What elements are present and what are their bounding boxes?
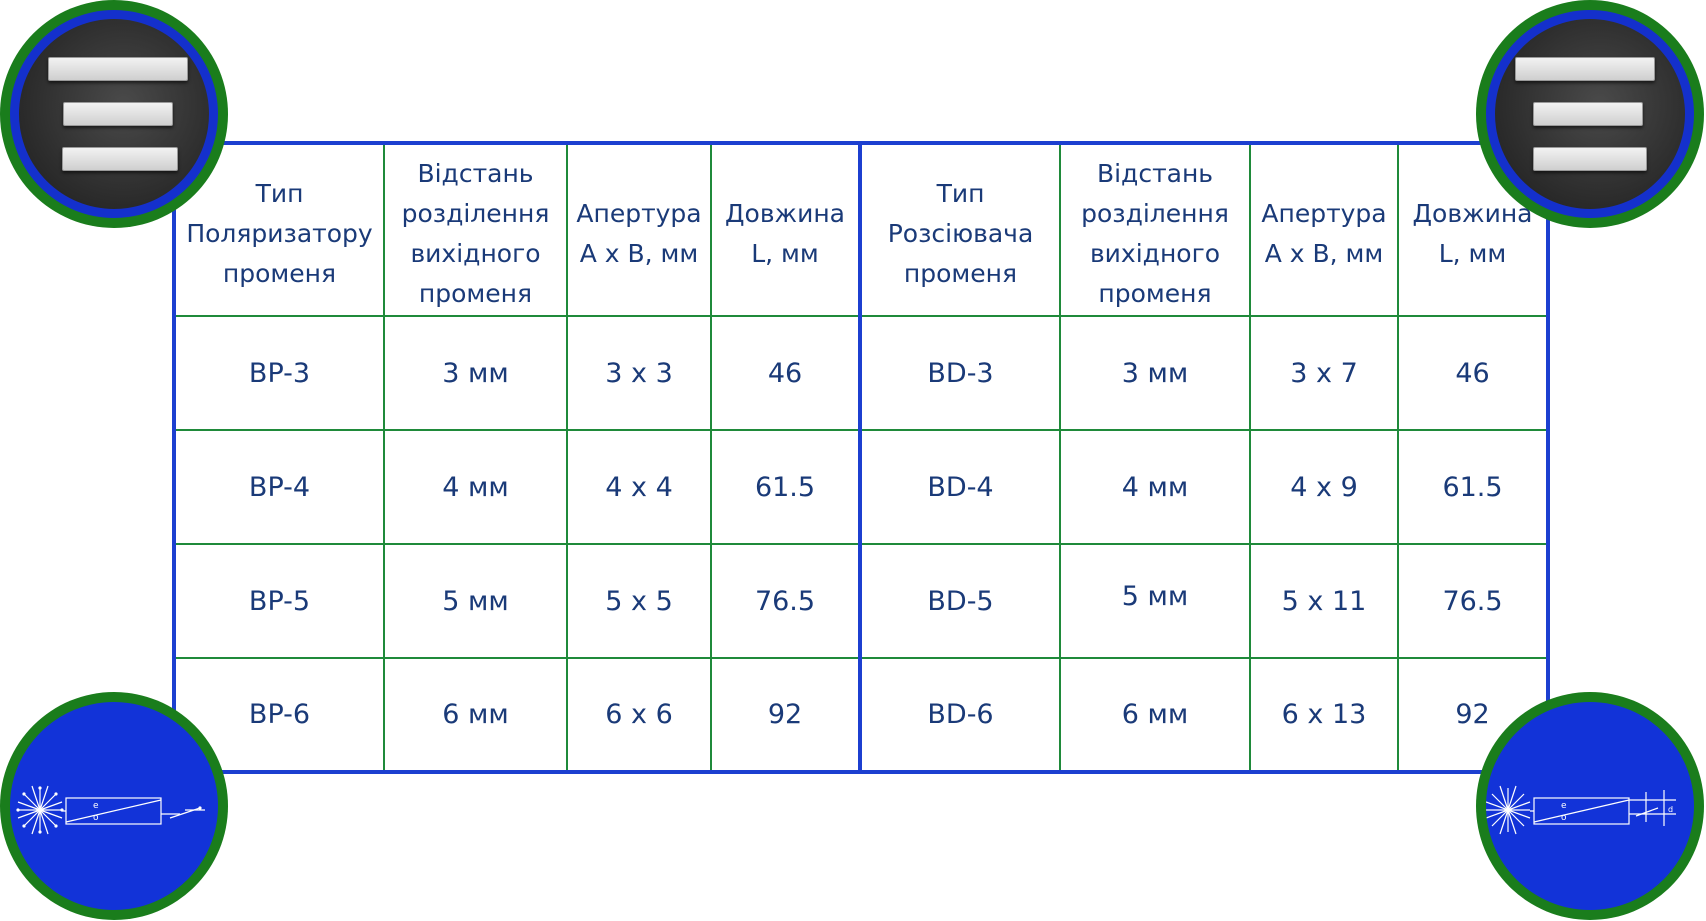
displacer-type-cell: BD-4: [858, 429, 1061, 545]
polarizer-aperture-cell: 4 x 4: [566, 429, 712, 545]
polarizer-length-cell: 76.5: [710, 543, 861, 659]
polarizer-separation-cell: 4 мм: [383, 429, 568, 545]
displacer-diagram: e o d: [1486, 702, 1694, 910]
table-row: BP-3 3 мм 3 x 3 46 BD-3 3 мм 3 x 7 46: [172, 315, 1550, 431]
displacer-type-cell: BD-6: [858, 657, 1061, 774]
displacer-aperture-cell: 6 x 13: [1249, 657, 1399, 774]
crystal-photo-badge-left: [0, 0, 228, 228]
crystal-photo-badge-right: [1476, 0, 1704, 228]
header-polarizer-type: Тип Поляризатору променя: [172, 141, 385, 317]
table-row: BP-6 6 мм 6 x 6 92 BD-6 6 мм 6 x 13 92: [172, 657, 1550, 774]
displacer-length-cell: 61.5: [1397, 429, 1550, 545]
polarizer-aperture-cell: 6 x 6: [566, 657, 712, 774]
displacer-type-cell: BD-3: [858, 315, 1061, 431]
displacer-separation-cell: 6 мм: [1059, 657, 1251, 774]
polarizer-separation-cell: 3 мм: [383, 315, 568, 431]
specifications-table: Тип Поляризатору променя Відстань розділ…: [172, 141, 1550, 774]
displacer-length-cell: 76.5: [1397, 543, 1550, 659]
header-displacer-aperture: Апертура A x B, мм: [1249, 141, 1399, 317]
polarizer-length-cell: 61.5: [710, 429, 861, 545]
o-ray-label: o: [93, 813, 99, 823]
displacement-label: d: [1668, 805, 1673, 814]
header-displacer-type: Тип Розсіювача променя: [858, 141, 1061, 317]
o-ray-label: o: [1561, 813, 1567, 823]
displacer-separation-cell: 4 мм: [1059, 429, 1251, 545]
crystal-bars-photo: [1495, 19, 1685, 209]
crystal-bar: [63, 102, 173, 126]
crystal-bar: [1533, 102, 1643, 126]
header-polarizer-separation: Відстань розділення вихідного променя: [383, 141, 568, 317]
displacer-aperture-cell: 5 x 11: [1249, 543, 1399, 659]
displacer-aperture-cell: 4 x 9: [1249, 429, 1399, 545]
header-polarizer-aperture: Апертура A x B, мм: [566, 141, 712, 317]
crystal-bar: [62, 147, 178, 171]
displacer-type-cell: BD-5: [858, 543, 1061, 659]
e-ray-label: e: [1561, 801, 1567, 811]
polarizer-separation-cell: 6 мм: [383, 657, 568, 774]
table-row: BP-4 4 мм 4 x 4 61.5 BD-4 4 мм 4 x 9 61.…: [172, 429, 1550, 545]
polarizer-schematic-badge: e o: [0, 692, 228, 920]
polarizer-type-cell: BP-3: [172, 315, 385, 431]
table-row: BP-5 5 мм 5 x 5 76.5 BD-5 5 мм 5 x 11 76…: [172, 543, 1550, 659]
polarizer-separation-cell: 5 мм: [383, 543, 568, 659]
displacer-diagram-svg: e o d: [1486, 785, 1676, 835]
polarizer-diagram-svg: e o: [16, 785, 205, 835]
displacer-separation-cell: 3 мм: [1059, 315, 1251, 431]
displacer-separation-cell: 5 мм: [1059, 543, 1251, 659]
crystal-bars-photo: [19, 19, 209, 209]
header-polarizer-length: Довжина L, мм: [710, 141, 861, 317]
header-displacer-separation: Відстань розділення вихідного променя: [1059, 141, 1251, 317]
displacer-aperture-cell: 3 x 7: [1249, 315, 1399, 431]
polarizer-length-cell: 46: [710, 315, 861, 431]
displacer-length-cell: 46: [1397, 315, 1550, 431]
crystal-bar: [1533, 147, 1647, 171]
e-ray-label: e: [93, 801, 99, 811]
polarizer-type-cell: BP-5: [172, 543, 385, 659]
polarizer-type-cell: BP-4: [172, 429, 385, 545]
polarizer-diagram: e o: [10, 702, 218, 910]
crystal-bar: [48, 57, 188, 81]
header-displacer-length: Довжина L, мм: [1397, 141, 1550, 317]
displacer-schematic-badge: e o d: [1476, 692, 1704, 920]
polarizer-aperture-cell: 3 x 3: [566, 315, 712, 431]
polarizer-type-cell: BP-6: [172, 657, 385, 774]
header-row: Тип Поляризатору променя Відстань розділ…: [172, 141, 1550, 317]
crystal-bar: [1515, 57, 1655, 81]
polarizer-length-cell: 92: [710, 657, 861, 774]
polarizer-aperture-cell: 5 x 5: [566, 543, 712, 659]
